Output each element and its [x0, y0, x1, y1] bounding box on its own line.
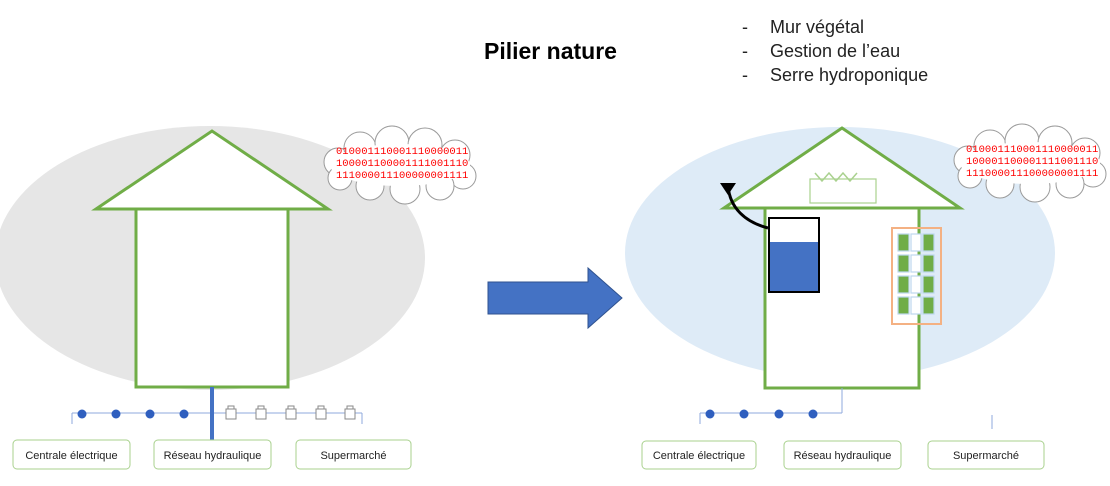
after-labels: Centrale électrique Réseau hydraulique S…: [641, 440, 1045, 470]
before-binary-line-2: 100001100001111001110: [336, 158, 468, 170]
green-wall-panel: [922, 254, 935, 273]
dash-bullet: -: [742, 41, 748, 61]
dash-bullet: -: [742, 17, 748, 37]
after-house: [719, 126, 965, 390]
green-wall-panel: [922, 296, 935, 315]
before-label-power: Centrale électrique: [25, 450, 117, 462]
before-data-cloud: 010001110001110000011 100001100001111001…: [323, 125, 477, 205]
after-label-box-power: [641, 440, 757, 470]
before-shop-node: [225, 408, 237, 420]
after-label-box-market: [927, 440, 1045, 470]
before-label-box-market: [295, 439, 412, 470]
before-labels: Centrale électrique Réseau hydraulique S…: [12, 439, 412, 470]
green-wall-panel: [922, 275, 935, 294]
dash-bullet: -: [742, 65, 748, 85]
water-recycle-arrowhead: [720, 183, 736, 195]
after-binary-line-3: 111000011100000001111: [966, 168, 1098, 180]
after-label-water: Réseau hydraulique: [794, 450, 892, 462]
green-wall-panel: [897, 296, 910, 315]
before-shop-node: [344, 408, 356, 420]
before-shop-node: [255, 408, 267, 420]
before-power-node: [111, 409, 121, 419]
green-wall-panel: [897, 233, 910, 252]
before-power-node: [145, 409, 155, 419]
feature-label: Gestion de l’eau: [770, 41, 901, 61]
water-management: [720, 183, 820, 293]
before-label-market: Supermarché: [320, 450, 386, 462]
feature-label: Mur végétal: [770, 17, 865, 37]
water-level: [770, 242, 818, 291]
before-binary-line-1: 010001110001110000011: [336, 146, 468, 158]
green-wall: [891, 227, 942, 325]
before-label-box-water: [153, 439, 272, 470]
after-label-market: Supermarché: [953, 450, 1019, 462]
after-binary-line-2: 100001100001111001110: [966, 156, 1098, 168]
feature-item: - Serre hydroponique: [742, 63, 928, 87]
greenhouse-plants: [814, 171, 858, 183]
before-label-water: Réseau hydraulique: [164, 450, 262, 462]
before-house: [91, 129, 333, 389]
after-power-node: [705, 409, 715, 419]
after-data-cloud: 010001110001110000011 100001100001111001…: [953, 123, 1107, 203]
feature-item: - Mur végétal: [742, 15, 928, 39]
green-wall-panel: [897, 254, 910, 273]
before-binary-line-3: 111000011100000001111: [336, 170, 468, 182]
greenhouse-box: [809, 178, 877, 204]
before-house-body: [134, 207, 290, 389]
before-power-node: [77, 409, 87, 419]
before-label-box-power: [12, 439, 131, 470]
feature-list: - Mur végétal - Gestion de l’eau - Serre hy…: [742, 15, 928, 87]
feature-item: - Gestion de l’eau: [742, 39, 928, 63]
after-power-node: [808, 409, 818, 419]
before-shop-node: [315, 408, 327, 420]
after-power-node: [774, 409, 784, 419]
before-shop-node: [285, 408, 297, 420]
after-label-box-water: [783, 440, 902, 470]
after-power-node: [739, 409, 749, 419]
green-wall-frame: [891, 227, 942, 325]
hydroponic-greenhouse: [809, 171, 877, 204]
before-network: [71, 387, 363, 440]
green-wall-panel: [922, 233, 935, 252]
after-binary-line-1: 010001110001110000011: [966, 144, 1098, 156]
after-label-power: Centrale électrique: [653, 450, 745, 462]
page-title: Pilier nature: [484, 38, 617, 64]
green-wall-panel: [897, 275, 910, 294]
before-power-node: [179, 409, 189, 419]
feature-label: Serre hydroponique: [770, 65, 929, 85]
transition-arrow: [487, 266, 623, 330]
after-network: [699, 388, 993, 429]
